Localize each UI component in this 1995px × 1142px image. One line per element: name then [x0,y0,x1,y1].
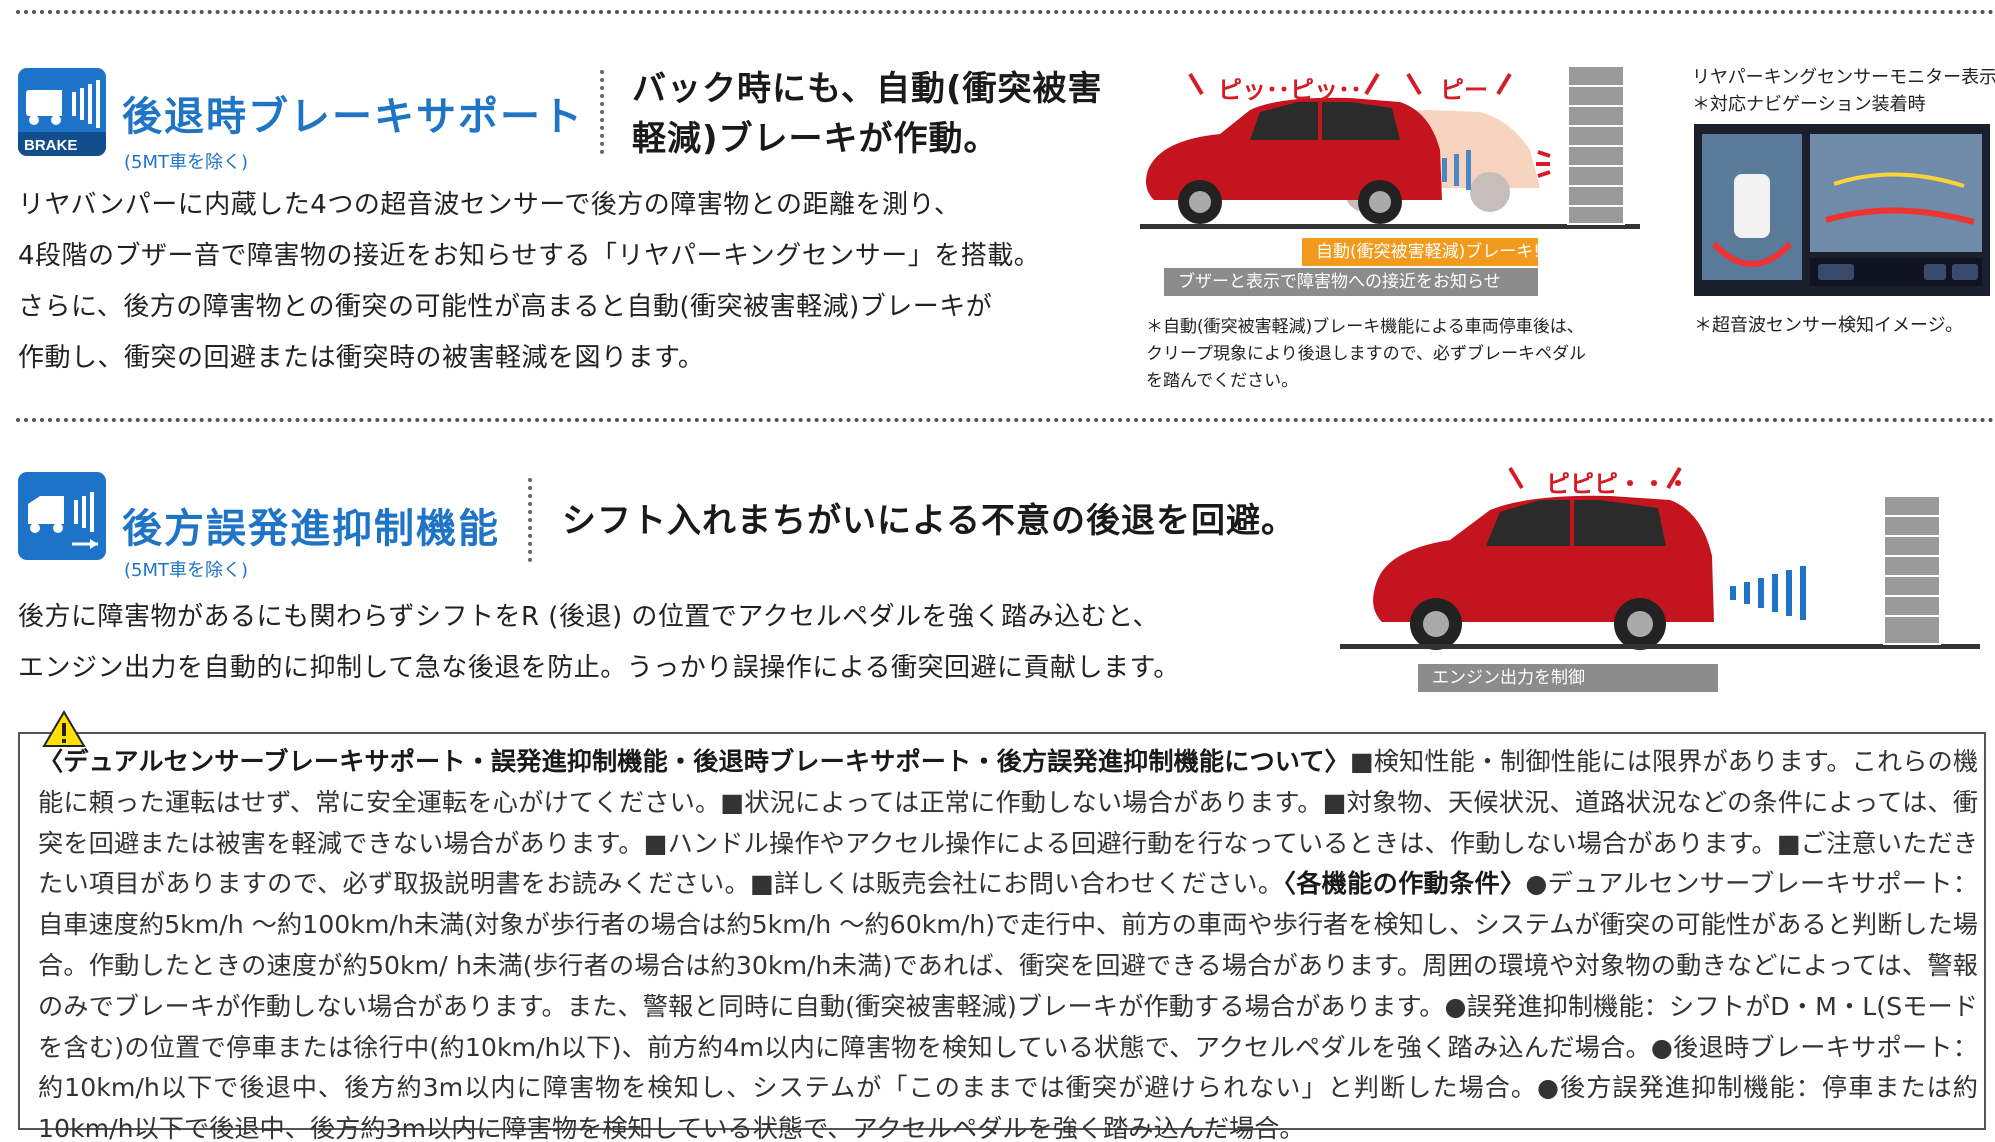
warning-triangle-icon [42,710,86,748]
section1-headline: バック時にも、自動(衝突被害 軽減)ブレーキが作動。 [632,64,1132,164]
parking-sensor-monitor [1694,124,1990,296]
engine-control-bar: エンジン出力を制御 [1418,664,1718,692]
footnote-line: ＊自動(衝突被害軽減)ブレーキ機能による車両停車後は、 [1146,317,1584,337]
section1-sound1-label: ピッ･･ピッ･･ [1218,76,1362,104]
warning-text2: ●デュアルセンサーブレーキサポート：自車速度約5km/h ～約100km/h未満… [38,869,1978,1142]
auto-brake-bar: 自動(衝突被害軽減)ブレーキ! [1302,238,1540,266]
section2-body: 後方に障害物があるにも関わらずシフトをR (後退) の位置でアクセルペダルを強く… [18,592,1328,694]
buzzer-alert-bar: ブザーと表示で障害物への接近をお知らせ [1164,268,1538,296]
warning-notice-box: 〈デュアルセンサーブレーキサポート・誤発進抑制機能・後退時ブレーキサポート・後方… [18,732,1986,1142]
section2-sound-label: ピピピ・・・ [1546,470,1690,498]
monitor-caption: リヤパーキングセンサーモニター表示 ＊対応ナビゲーション装着時 [1692,64,1995,118]
rear-brake-diagram [1130,60,1650,300]
top-dotted-separator [16,10,1995,14]
monitor-caption-line2: ＊対応ナビゲーション装着時 [1692,94,1926,115]
footnote-line: を踏んでください。 [1146,371,1299,391]
brake-icon-label: BRAKE [24,137,77,154]
section1-body-line: 作動し、衝突の回避または衝突時の被害軽減を図ります。 [18,343,705,373]
monitor-footnote: ＊超音波センサー検知イメージ。 [1694,315,1964,336]
warning-text1: ■検知性能・制御性能には限界があります。これらの機能に頼った運転はせず、常に安全… [38,747,1979,899]
section1-headline-line2: 軽減)ブレーキが作動。 [632,119,999,159]
section1-sound2-label: ピー [1440,76,1488,104]
section2-body-line: エンジン出力を自動的に抑制して急な後退を防止。うっかり誤操作による衝突回避に貢献… [18,653,1180,683]
section2-note: (5MT車を除く) [124,560,249,581]
section1-note: (5MT車を除く) [124,152,249,173]
warning-heading: 〈デュアルセンサーブレーキサポート・誤発進抑制機能・後退時ブレーキサポート・後方… [38,747,1350,776]
section1-body: リヤバンパーに内蔵した4つの超音波センサーで後方の障害物との距離を測り、 4段階… [18,180,1128,384]
rear-misacceleration-icon [18,472,106,560]
section2-headline: シフト入れまちがいによる不意の後退を回避。 [562,501,1296,541]
section1-body-line: さらに、後方の障害物との衝突の可能性が高まると自動(衝突被害軽減)ブレーキが [18,292,993,322]
section1-vertical-divider [600,70,604,154]
section1-body-line: 4段階のブザー音で障害物の接近をお知らせする「リヤパーキングセンサー」を搭載。 [18,241,1041,271]
rear-misacceleration-diagram [1340,460,1980,700]
monitor-caption-line1: リヤパーキングセンサーモニター表示 [1692,67,1995,88]
section2-vertical-divider [528,478,532,562]
footnote-line: クリープ現象により後退しますので、必ずブレーキペダル [1146,344,1586,364]
middle-dotted-separator [16,418,1995,422]
section1-diagram-footnote: ＊自動(衝突被害軽減)ブレーキ機能による車両停車後は、 クリープ現象により後退し… [1146,314,1666,395]
warning-notice-text: 〈デュアルセンサーブレーキサポート・誤発進抑制機能・後退時ブレーキサポート・後方… [38,742,1978,1142]
section1-body-line: リヤバンパーに内蔵した4つの超音波センサーで後方の障害物との距離を測り、 [18,190,961,220]
section2-title: 後方誤発進抑制機能 [122,506,500,552]
warning-heading2: 〈各機能の作動条件〉 [1283,869,1526,899]
brake-support-icon: BRAKE [18,68,106,156]
section2-body-line: 後方に障害物があるにも関わらずシフトをR (後退) の位置でアクセルペダルを強く… [18,602,1160,632]
section1-headline-line1: バック時にも、自動(衝突被害 [632,69,1103,109]
section1-title: 後退時ブレーキサポート [122,94,584,140]
